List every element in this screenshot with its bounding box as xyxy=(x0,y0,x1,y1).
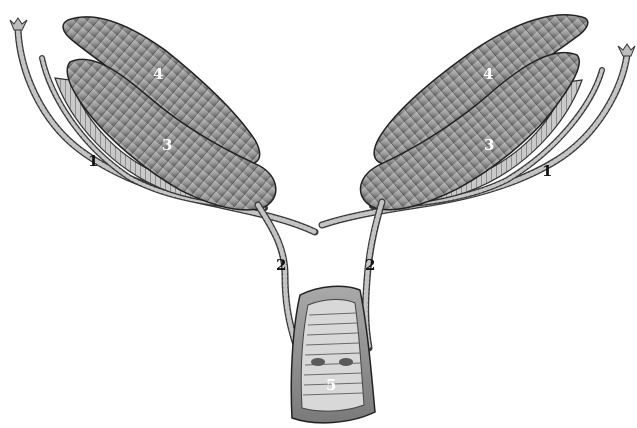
right-tube-tip xyxy=(618,44,635,56)
label-right-4: 4 xyxy=(483,65,493,83)
central-sac xyxy=(291,286,375,423)
label-left-3: 3 xyxy=(162,136,172,154)
sac-opening-right xyxy=(339,358,353,366)
label-right-2: 2 xyxy=(365,256,375,274)
left-tube-tip xyxy=(10,18,27,30)
label-left-4: 4 xyxy=(153,65,163,83)
label-5: 5 xyxy=(326,376,336,394)
sac-opening-left xyxy=(311,358,325,366)
label-left-1: 1 xyxy=(88,152,98,170)
label-left-2: 2 xyxy=(276,256,286,274)
label-right-3: 3 xyxy=(484,136,494,154)
right-gland-group xyxy=(322,15,635,348)
label-right-1: 1 xyxy=(542,162,552,180)
